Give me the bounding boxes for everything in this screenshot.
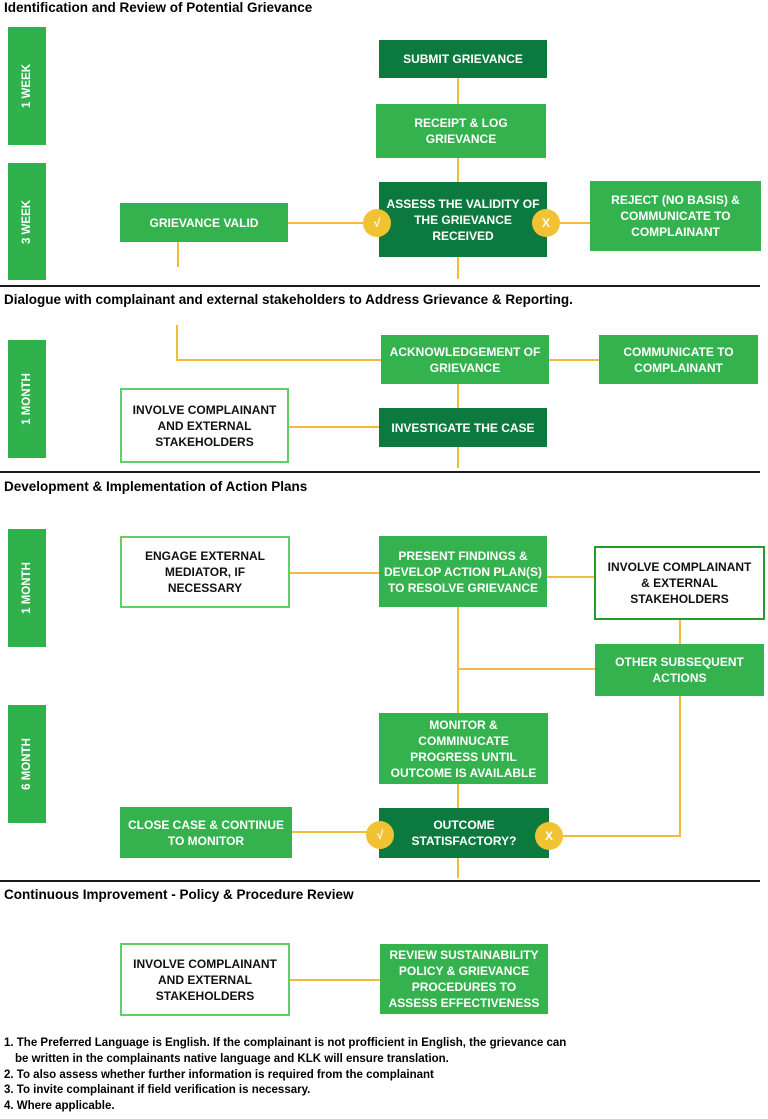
section-title-continuous-improvement: Continuous Improvement - Policy & Proced… [4, 887, 354, 902]
submit-grievance-box: SUBMIT GRIEVANCE [379, 40, 547, 78]
connector-line [457, 784, 459, 808]
reject-communicate-box: REJECT (NO BASIS) & COMMUNICATE TO COMPL… [590, 181, 761, 251]
section-title-dialogue: Dialogue with complainant and external s… [4, 292, 573, 307]
footnote-2: 2. To also assess whether further inform… [4, 1068, 434, 1081]
section-title-action-plans: Development & Implementation of Action P… [4, 479, 308, 494]
other-subsequent-actions-box: OTHER SUBSEQUENT ACTIONS [595, 644, 764, 696]
investigate-case-box: INVESTIGATE THE CASE [379, 408, 547, 447]
monitor-communicate-box: MONITOR & COMMINUCATE PROGRESS UNTIL OUT… [379, 713, 548, 784]
grievance-valid-box: GRIEVANCE VALID [120, 203, 288, 242]
connector-line [457, 607, 459, 713]
connector-line [290, 572, 379, 574]
review-policy-box: REVIEW SUSTAINABILITY POLICY & GRIEVANCE… [380, 944, 548, 1014]
involve-complainant-box: INVOLVE COMPLAINANT & EXTERNAL STAKEHOLD… [594, 546, 765, 620]
connector-line [549, 359, 599, 361]
connector-line [176, 359, 381, 361]
yes-check-icon: √ [366, 821, 394, 849]
no-cross-icon: X [532, 209, 560, 237]
connector-line [679, 696, 681, 837]
connector-line [549, 835, 680, 837]
no-cross-icon: X [535, 822, 563, 850]
timeline-bar-6-month: 6 MONTH [8, 705, 46, 823]
connector-line [290, 979, 380, 981]
assess-validity-box: ASSESS THE VALIDITY OF THE GRIEVANCE REC… [379, 182, 547, 257]
connector-line [457, 257, 459, 279]
involve-complainant-box: INVOLVE COMPLAINANT AND EXTERNAL STAKEHO… [120, 943, 290, 1016]
connector-line [679, 620, 681, 644]
connector-line [457, 447, 459, 468]
footnote-1: 1. The Preferred Language is English. If… [4, 1037, 567, 1049]
connector-line [457, 858, 459, 878]
footnotes: 1. The Preferred Language is English. If… [4, 1036, 566, 1115]
close-case-box: CLOSE CASE & CONTINUE TO MONITOR [120, 807, 292, 858]
footnote-3: 3. To invite complainant if field verifi… [4, 1084, 311, 1097]
connector-line [177, 241, 179, 267]
outcome-satisfactory-box: OUTCOME STATISFACTORY? [379, 808, 549, 858]
connector-line [457, 668, 595, 670]
timeline-bar-1-month: 1 MONTH [8, 340, 46, 458]
timeline-bar-1-week: 1 WEEK [8, 27, 46, 145]
connector-line [547, 576, 594, 578]
present-findings-box: PRESENT FINDINGS & DEVELOP ACTION PLAN(S… [379, 536, 547, 607]
timeline-bar-3-week: 3 WEEK [8, 163, 46, 280]
footnote-4: 4. Where applicable. [4, 1100, 115, 1113]
section-divider [0, 471, 760, 473]
connector-line [547, 222, 590, 224]
involve-complainant-box: INVOLVE COMPLAINANT AND EXTERNAL STAKEHO… [120, 388, 289, 463]
connector-line [289, 426, 381, 428]
engage-mediator-box: ENGAGE EXTERNAL MEDIATOR, IF NECESSARY [120, 536, 290, 608]
connector-line [288, 222, 380, 224]
connector-line [457, 384, 459, 408]
footnote-1-continued: be written in the complainants native la… [15, 1052, 449, 1065]
yes-check-icon: √ [363, 209, 391, 237]
section-title-identification: Identification and Review of Potential G… [4, 0, 313, 15]
connector-line [457, 78, 459, 104]
section-divider [0, 880, 760, 882]
acknowledgement-box: ACKNOWLEDGEMENT OF GRIEVANCE [381, 335, 549, 384]
communicate-to-complainant-box: COMMUNICATE TO COMPLAINANT [599, 335, 758, 384]
timeline-bar-1-month: 1 MONTH [8, 529, 46, 647]
connector-line [176, 325, 178, 360]
section-divider [0, 285, 760, 287]
connector-line [457, 157, 459, 182]
receipt-log-grievance-box: RECEIPT & LOG GRIEVANCE [376, 104, 546, 158]
connector-line [292, 831, 380, 833]
